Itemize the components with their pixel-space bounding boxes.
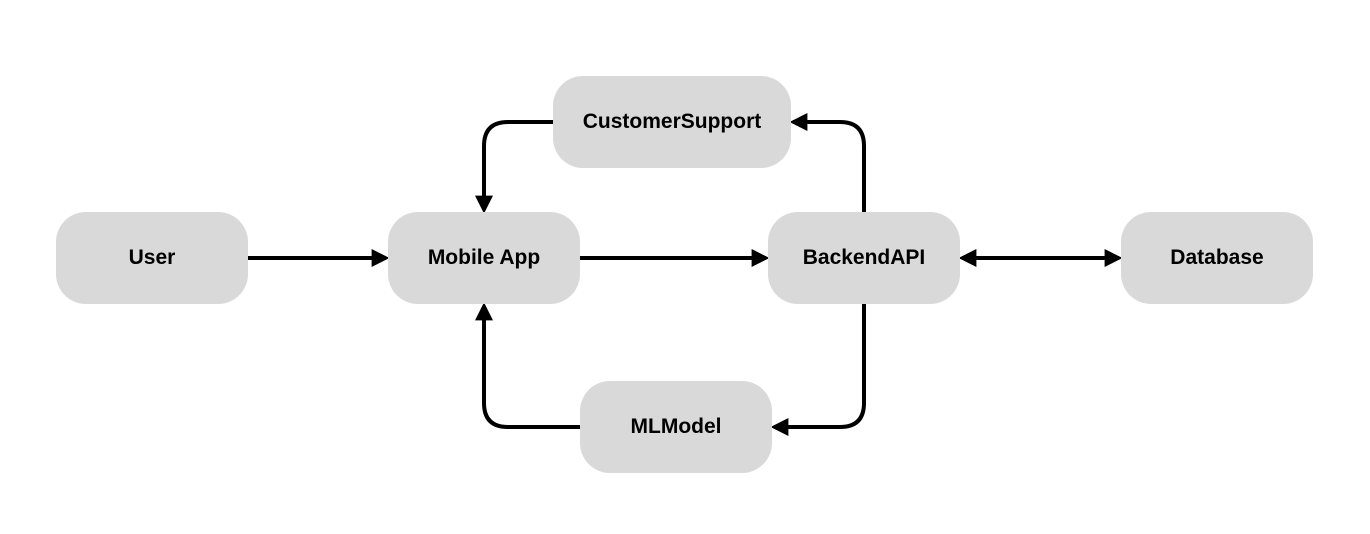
node-user-label: User	[128, 246, 176, 269]
node-ml-model: MLModel	[580, 381, 772, 473]
node-backend-api-label: BackendAPI	[802, 246, 926, 269]
node-backend-api: BackendAPI	[768, 212, 960, 304]
node-database: Database	[1121, 212, 1313, 304]
node-database-label: Database	[1170, 246, 1264, 269]
edge-ml-model-to-mobile-app	[475, 302, 580, 429]
edge-backend-api-to-ml-model	[770, 304, 866, 436]
edge-customer-support-to-mobile-app	[475, 120, 553, 214]
node-user: User	[56, 212, 248, 304]
node-mobile-app: Mobile App	[388, 212, 580, 304]
node-mobile-app-label: Mobile App	[427, 246, 541, 269]
node-ml-model-label: MLModel	[630, 415, 722, 438]
node-customer-support: CustomerSupport	[553, 76, 791, 168]
node-customer-support-label: CustomerSupport	[582, 110, 762, 133]
edge-backend-api-to-customer-support	[789, 113, 866, 212]
